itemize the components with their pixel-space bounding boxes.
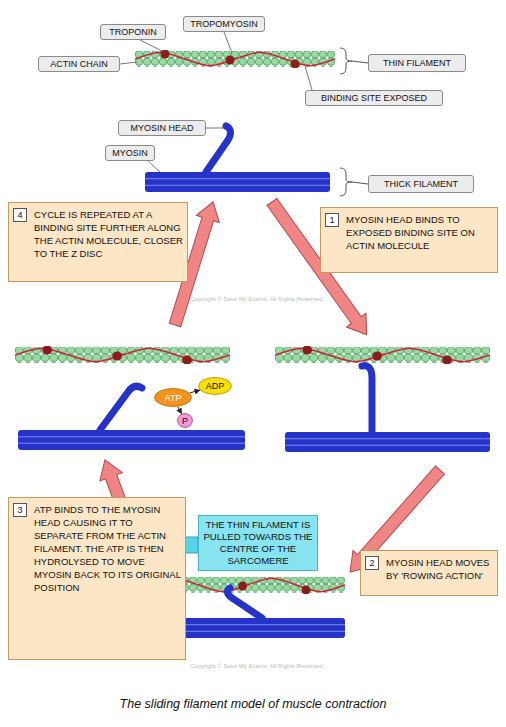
label-text: P (182, 416, 188, 426)
molecule-ellipse: ADP (198, 377, 232, 395)
label-text: MYOSIN (112, 148, 148, 158)
label-text: 2 (369, 558, 374, 568)
reaction-arrow (178, 407, 182, 414)
part-label: ACTIN CHAIN (38, 56, 120, 72)
label-text: ACTIN CHAIN (50, 59, 108, 69)
molecule-ellipse: P (177, 413, 193, 428)
part-label: TROPOMYOSIN (183, 16, 265, 32)
part-label: THIN FILAMENT (368, 54, 466, 72)
part-label: BINDING SITE EXPOSED (305, 90, 443, 106)
label-text: 3 (17, 505, 22, 515)
label-text: CYCLE IS REPEATED AT A BINDING SITE FURT… (34, 208, 183, 260)
callout-number: 1 (325, 213, 339, 227)
step-box: ATP BINDS TO THE MYOSIN HEAD CAUSING IT … (8, 497, 186, 660)
label-text: TROPOMYOSIN (190, 19, 258, 29)
label-text: TROPONIN (109, 27, 157, 37)
label-text: ATP (165, 393, 182, 403)
step-box: CYCLE IS REPEATED AT A BINDING SITE FURT… (8, 202, 188, 282)
label-text: THIN FILAMENT (383, 58, 451, 68)
caption: The sliding filament model of muscle con… (0, 697, 506, 711)
bracket (340, 48, 368, 196)
note-box: THE THIN FILAMENT IS PULLED TOWARDS THE … (198, 515, 318, 571)
callout-number: 2 (365, 556, 379, 570)
step-box: MYOSIN HEAD BINDS TO EXPOSED BINDING SIT… (320, 207, 498, 273)
label-text: 4 (17, 210, 22, 220)
label-text: ADP (206, 381, 225, 391)
part-label: MYOSIN HEAD (118, 120, 206, 136)
label-text: THE THIN FILAMENT IS PULLED TOWARDS THE … (202, 519, 314, 567)
thick-filament (18, 430, 245, 450)
thick-filament (145, 172, 330, 192)
part-label: MYOSIN (105, 145, 155, 161)
label-text: MYOSIN HEAD MOVES BY 'ROWING ACTION' (386, 556, 493, 582)
step-box: MYOSIN HEAD MOVES BY 'ROWING ACTION' 2 (360, 550, 498, 596)
thin-filament (275, 346, 490, 365)
part-label: THICK FILAMENT (368, 175, 474, 193)
label-text: MYOSIN HEAD (130, 123, 193, 133)
label-text: 1 (329, 215, 334, 225)
label-text: BINDING SITE EXPOSED (321, 93, 427, 103)
callout-number: 3 (13, 503, 27, 517)
thin-filament (135, 50, 335, 69)
label-text: ATP BINDS TO THE MYOSIN HEAD CAUSING IT … (34, 503, 181, 594)
watermark: Copyright © Save My Exams. All Rights Re… (190, 663, 322, 669)
watermark: Copyright © Save My Exams. All Rights Re… (190, 296, 322, 302)
thick-filament (285, 432, 490, 452)
thin-filament (15, 346, 230, 365)
molecule-ellipse: ATP (154, 388, 192, 407)
reaction-arrow (190, 390, 200, 393)
label-text: MYOSIN HEAD BINDS TO EXPOSED BINDING SIT… (346, 213, 493, 252)
callout-number: 4 (13, 208, 27, 222)
label-text: THICK FILAMENT (384, 179, 458, 189)
part-label: TROPONIN (100, 24, 166, 40)
